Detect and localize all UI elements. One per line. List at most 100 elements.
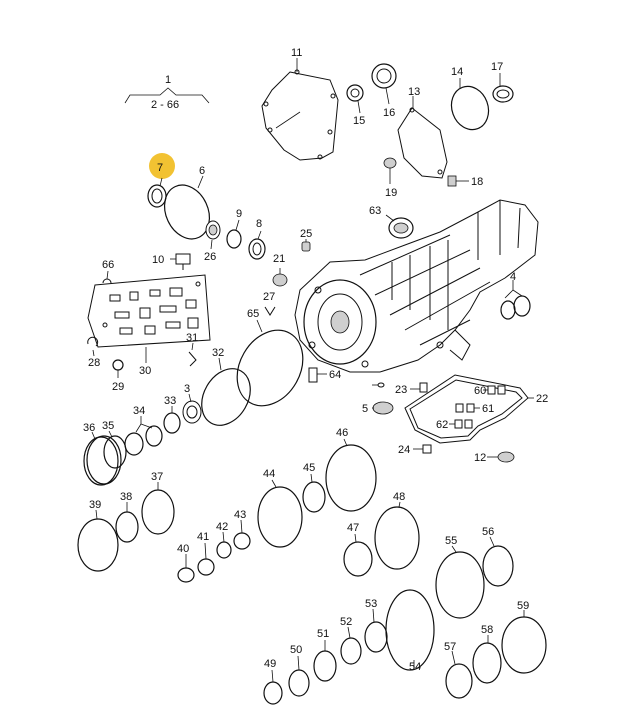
- part-24-bolt[interactable]: [413, 444, 432, 454]
- part-56-ring[interactable]: [482, 536, 514, 587]
- callout-47: 47: [347, 522, 359, 534]
- callout-60: 60: [474, 385, 486, 397]
- part-30-plate[interactable]: [87, 274, 211, 363]
- part-46-ring[interactable]: [325, 438, 377, 512]
- callout-55: 55: [445, 535, 457, 547]
- part-43-ring[interactable]: [233, 519, 251, 550]
- callout-58: 58: [481, 624, 493, 636]
- part-49-ring[interactable]: [263, 669, 283, 705]
- part-5-plug[interactable]: [372, 401, 394, 415]
- part-61-magnets[interactable]: [455, 403, 480, 413]
- callout-65: 65: [247, 308, 259, 320]
- part-45-ring[interactable]: [302, 473, 326, 513]
- part-55-ring[interactable]: [435, 545, 485, 619]
- callout-61: 61: [482, 403, 494, 415]
- callout-40: 40: [177, 543, 189, 555]
- callout-36: 36: [83, 422, 95, 434]
- part-22-gasket[interactable]: [404, 374, 534, 444]
- part-65-ring[interactable]: [224, 318, 316, 417]
- part-57-ring[interactable]: [445, 650, 473, 699]
- part-63-seal[interactable]: [385, 214, 414, 239]
- part-27-clip[interactable]: [264, 306, 276, 316]
- callout-45: 45: [303, 462, 315, 474]
- part-60-magnets[interactable]: [483, 385, 506, 395]
- callout-41: 41: [197, 531, 209, 543]
- part-37-ring[interactable]: [141, 482, 175, 535]
- part-19-plug[interactable]: [383, 157, 397, 184]
- part-28-clip[interactable]: [87, 336, 99, 357]
- callout-56: 56: [482, 526, 494, 538]
- callout-64: 64: [329, 369, 341, 381]
- part-29-ring[interactable]: [112, 359, 124, 378]
- part-31-bolt[interactable]: [188, 342, 197, 367]
- part-52-ring[interactable]: [340, 626, 362, 665]
- part-36-clutch[interactable]: [83, 431, 122, 486]
- part-3-bearing[interactable]: [182, 393, 202, 424]
- part-59-ring[interactable]: [501, 610, 547, 674]
- part-18-screw[interactable]: [447, 175, 469, 187]
- part-21-cap[interactable]: [272, 268, 288, 287]
- part-62-magnets[interactable]: [449, 419, 473, 429]
- part-47-ring[interactable]: [343, 533, 373, 577]
- callout-31: 31: [186, 332, 198, 344]
- callout-14: 14: [451, 66, 463, 78]
- part-39-ring[interactable]: [77, 509, 119, 572]
- part-32-ring[interactable]: [192, 357, 260, 434]
- callout-32: 32: [212, 347, 224, 359]
- part-35-ring[interactable]: [103, 430, 127, 469]
- part-51-ring[interactable]: [313, 640, 337, 682]
- part-64-pin[interactable]: [308, 367, 327, 383]
- callout-29: 29: [112, 381, 124, 393]
- part-17-ring[interactable]: [492, 73, 514, 103]
- callout-42: 42: [216, 521, 228, 533]
- part-38-ring[interactable]: [115, 502, 139, 543]
- part-42-ring[interactable]: [216, 531, 232, 559]
- part-16-seal[interactable]: [371, 63, 397, 105]
- callout-8: 8: [256, 218, 262, 230]
- callout-15: 15: [353, 115, 365, 127]
- callout-39: 39: [89, 499, 101, 511]
- part-48-ring[interactable]: [374, 501, 420, 570]
- part-53-ring[interactable]: [364, 608, 388, 653]
- part-10-sensor[interactable]: [170, 253, 191, 270]
- part-26-bearing[interactable]: [205, 220, 221, 250]
- callout-50: 50: [290, 644, 302, 656]
- callout-19: 19: [385, 187, 397, 199]
- part-15-seal[interactable]: [346, 84, 364, 114]
- callout-26: 26: [204, 251, 216, 263]
- part-13-gasket[interactable]: [397, 96, 448, 179]
- callout-7: 7: [157, 162, 163, 174]
- part-34-rings[interactable]: [124, 416, 163, 456]
- part-50-ring[interactable]: [288, 655, 310, 697]
- part-8-ring[interactable]: [248, 230, 266, 260]
- part-11-gasket[interactable]: [261, 58, 339, 161]
- part-33-ring[interactable]: [163, 406, 181, 434]
- part-58-ring[interactable]: [472, 635, 502, 684]
- part-41-ring[interactable]: [197, 542, 215, 576]
- callout-4: 4: [510, 271, 516, 283]
- callout-37: 37: [151, 471, 163, 483]
- part-44-ring[interactable]: [257, 479, 303, 548]
- part-23-bolt[interactable]: [410, 382, 428, 393]
- callout-30: 30: [139, 365, 151, 377]
- part-9-ring[interactable]: [226, 219, 242, 249]
- part-6-ring[interactable]: [156, 175, 218, 246]
- transmission-assembly[interactable]: [294, 199, 539, 373]
- part-25-plug[interactable]: [301, 239, 311, 252]
- part-54-ring[interactable]: [385, 589, 435, 671]
- part-2-clip[interactable]: [372, 382, 385, 388]
- callout-5: 5: [362, 403, 368, 415]
- callout-54: 54: [409, 661, 421, 673]
- part-12-plug[interactable]: [487, 451, 515, 463]
- callout-43: 43: [234, 509, 246, 521]
- callout-44: 44: [263, 468, 275, 480]
- callout-28: 28: [88, 357, 100, 369]
- part-4-rings[interactable]: [500, 280, 531, 320]
- callout-1: 1: [165, 74, 171, 86]
- part-40-ring[interactable]: [177, 554, 195, 583]
- part-66-clip[interactable]: [102, 270, 112, 284]
- part-14-ring[interactable]: [446, 78, 495, 135]
- part-7-seal[interactable]: [147, 177, 167, 208]
- callout-49: 49: [264, 658, 276, 670]
